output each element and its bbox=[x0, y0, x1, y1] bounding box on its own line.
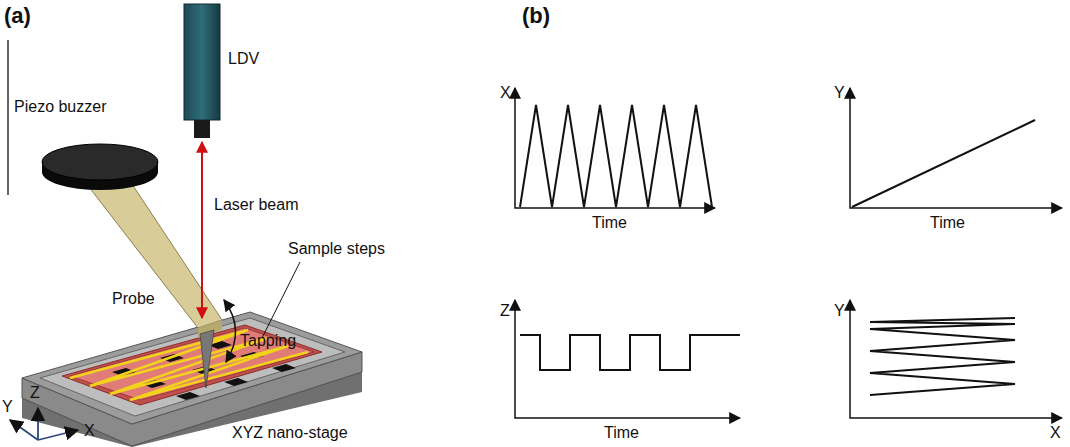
axis-label: Time bbox=[930, 214, 965, 232]
leader-line bbox=[262, 262, 300, 338]
axis-label: Time bbox=[592, 214, 627, 232]
laser-beam bbox=[201, 142, 203, 318]
panel-rule bbox=[7, 40, 9, 195]
plot-axes bbox=[515, 88, 1062, 418]
tapping-arrow bbox=[224, 300, 236, 362]
part-label: Probe bbox=[112, 290, 155, 308]
plot-curve bbox=[520, 105, 1035, 395]
piezo-buzzer bbox=[42, 144, 158, 190]
part-label: Piezo buzzer bbox=[14, 98, 107, 116]
axis-label: Y bbox=[834, 84, 845, 102]
nano-stage bbox=[22, 312, 362, 447]
axis-label: Y bbox=[2, 398, 13, 416]
part-label: Sample steps bbox=[288, 240, 385, 258]
axis-triad bbox=[10, 408, 78, 440]
panel-letter: (a) bbox=[4, 4, 31, 28]
axis-label: Y bbox=[834, 302, 845, 320]
part-label: Laser beam bbox=[214, 196, 299, 214]
axis-label: Time bbox=[604, 424, 639, 442]
axis-label: X bbox=[500, 84, 511, 102]
axis-label: X bbox=[84, 422, 95, 440]
part-label: XYZ nano-stage bbox=[232, 424, 348, 442]
device-label: LDV bbox=[228, 50, 259, 68]
axis-label: Z bbox=[500, 302, 510, 320]
axis-label: Z bbox=[30, 384, 40, 402]
scan-path bbox=[70, 330, 308, 400]
axis-label: X bbox=[1050, 424, 1061, 442]
panel-letter: (b) bbox=[522, 4, 550, 28]
sample bbox=[62, 325, 322, 405]
ldv-head bbox=[184, 4, 220, 138]
motion-label: Tapping bbox=[240, 332, 296, 350]
